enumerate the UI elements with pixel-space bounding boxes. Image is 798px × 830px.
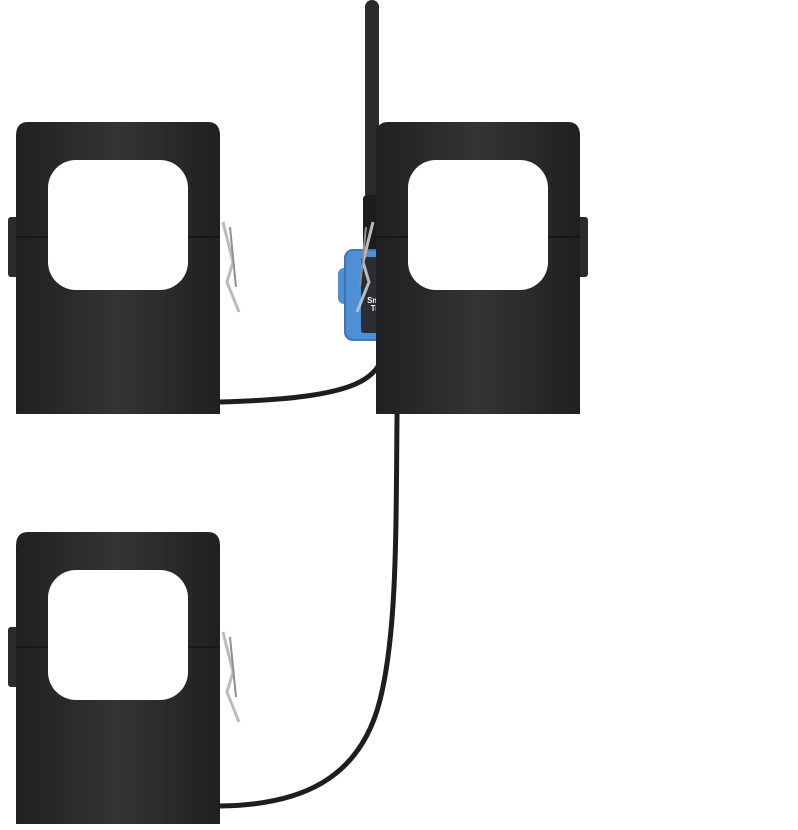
current-clamp-top-left: [6, 120, 241, 416]
current-clamp-bottom-left: [6, 530, 241, 826]
current-clamp-top-right: [355, 120, 590, 416]
